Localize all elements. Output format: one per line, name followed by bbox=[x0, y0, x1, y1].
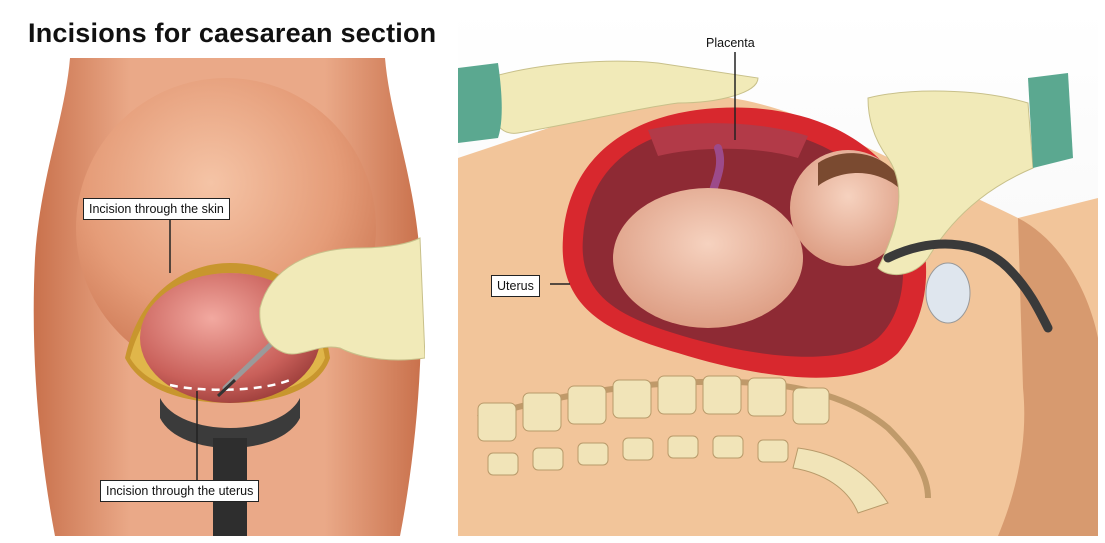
vertebra bbox=[748, 378, 786, 416]
vertebra bbox=[713, 436, 743, 458]
placenta-label: Placenta bbox=[706, 36, 755, 50]
vertebra bbox=[533, 448, 563, 470]
sagittal-view-svg bbox=[458, 8, 1098, 536]
vertebra bbox=[578, 443, 608, 465]
vertebra bbox=[478, 403, 516, 441]
bladder bbox=[926, 263, 970, 323]
skin-incision-label: Incision through the skin bbox=[83, 198, 230, 220]
left-surgical-sleeve bbox=[458, 63, 502, 143]
figure-title: Incisions for caesarean section bbox=[28, 18, 436, 49]
fetus-body bbox=[613, 188, 803, 328]
vertebra bbox=[488, 453, 518, 475]
vertebra bbox=[703, 376, 741, 414]
uterus-label: Uterus bbox=[491, 275, 540, 297]
right-surgical-sleeve bbox=[1028, 73, 1073, 168]
vertebra bbox=[523, 393, 561, 431]
sagittal-view-illustration: Placenta Uterus bbox=[458, 8, 1098, 536]
vertebra bbox=[658, 376, 696, 414]
vertebra bbox=[623, 438, 653, 460]
vertebra bbox=[793, 388, 829, 424]
vertebra bbox=[568, 386, 606, 424]
vertebra bbox=[668, 436, 698, 458]
vertebra bbox=[758, 440, 788, 462]
uterus-incision-label: Incision through the uterus bbox=[100, 480, 259, 502]
frontal-view-svg bbox=[30, 58, 425, 536]
vertebra bbox=[613, 380, 651, 418]
frontal-view-illustration: Incision through the skin Incision throu… bbox=[30, 58, 425, 536]
